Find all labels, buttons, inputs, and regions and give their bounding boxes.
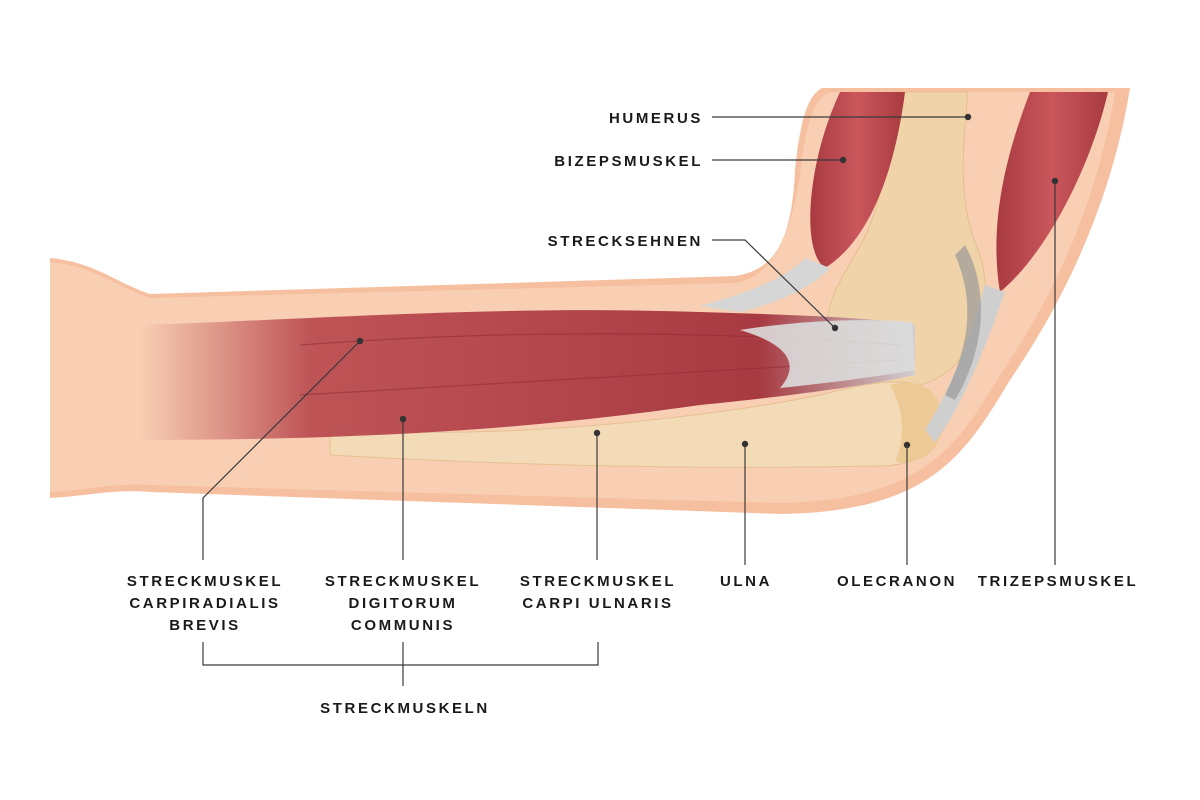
extensor-tendons [740,320,915,388]
svg-text:BREVIS: BREVIS [169,617,240,634]
label-humerus: HUMERUS [609,110,703,127]
olecranon-bone [890,382,943,463]
label-strecksehnen: STRECKSEHNEN [548,233,703,250]
biceps-tendon [700,258,830,312]
leader-lines [202,113,1059,686]
svg-text:CARPI ULNARIS: CARPI ULNARIS [522,595,673,612]
label-streckmuskeln: STRECKMUSKELN [320,700,490,717]
svg-text:STRECKMUSKEL: STRECKMUSKEL [325,573,481,590]
label-carpiradialis: STRECKMUSKEL CARPIRADIALIS BREVIS [127,573,283,634]
label-digitorum: STRECKMUSKEL DIGITORUM COMMUNIS [325,573,481,634]
svg-text:STRECKMUSKEL: STRECKMUSKEL [127,573,283,590]
label-ulna: ULNA [720,573,772,590]
triceps-muscle [996,92,1108,292]
svg-text:DIGITORUM: DIGITORUM [349,595,458,612]
label-carpi-ulnaris: STRECKMUSKEL CARPI ULNARIS [520,573,676,612]
label-trizepsmuskel: TRIZEPSMUSKEL [978,573,1138,590]
label-bizepsmuskel: BIZEPSMUSKEL [554,153,703,170]
svg-text:CARPIRADIALIS: CARPIRADIALIS [129,595,280,612]
svg-text:COMMUNIS: COMMUNIS [351,617,455,634]
svg-text:STRECKMUSKEL: STRECKMUSKEL [520,573,676,590]
biceps-muscle [810,92,905,268]
joint-capsule [945,245,982,400]
label-olecranon: OLECRANON [837,573,957,590]
